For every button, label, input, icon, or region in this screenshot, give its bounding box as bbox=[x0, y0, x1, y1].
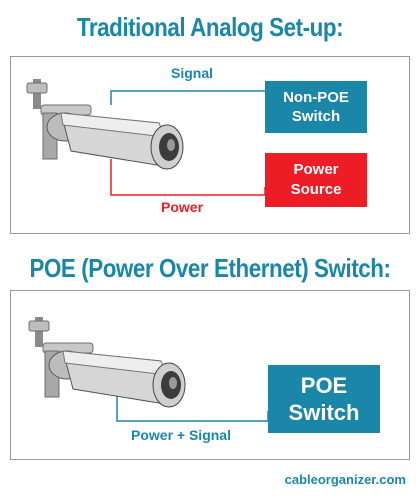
poe-switch-box: POE Switch bbox=[268, 365, 380, 433]
power-source-line-2: Source bbox=[290, 181, 342, 198]
traditional-setup-panel: Signal Power Non-POE Switch Power Source bbox=[10, 56, 410, 234]
power-source-box: Power Source bbox=[265, 153, 367, 207]
power-signal-label: Power + Signal bbox=[131, 427, 231, 443]
security-camera-icon bbox=[21, 313, 191, 428]
poe-setup-panel: Power + Signal POE Switch bbox=[10, 290, 410, 460]
signal-wire bbox=[110, 90, 265, 105]
signal-label: Signal bbox=[171, 65, 214, 81]
traditional-setup-heading: Traditional Analog Set-up: bbox=[76, 12, 344, 42]
poe-switch-line-1: POE bbox=[300, 373, 348, 398]
poe-setup-heading: POE (Power Over Ethernet) Switch: bbox=[29, 253, 391, 283]
security-camera-icon bbox=[19, 75, 189, 190]
non-poe-switch-box: Non-POE Switch bbox=[265, 81, 367, 133]
site-credit: cableorganizer.com bbox=[284, 472, 406, 487]
non-poe-switch-line-1: Non-POE bbox=[283, 89, 349, 106]
poe-switch-line-2: Switch bbox=[288, 400, 360, 425]
power-source-line-1: Power bbox=[293, 161, 339, 178]
power-label: Power bbox=[161, 199, 204, 215]
non-poe-switch-line-2: Switch bbox=[291, 108, 341, 125]
